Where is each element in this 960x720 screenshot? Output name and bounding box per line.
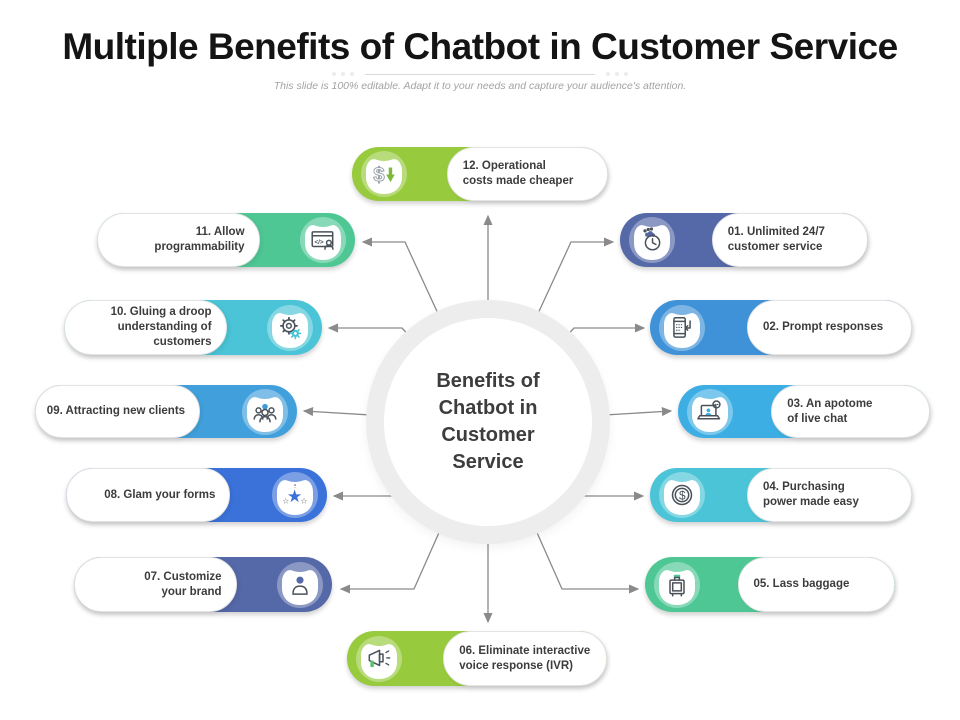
divider-dot xyxy=(624,72,628,76)
pill-label-box: 10. Gluing a droop understanding of cust… xyxy=(64,300,227,355)
divider-dot xyxy=(332,72,336,76)
benefit-label: 02. Prompt responses xyxy=(762,321,884,334)
benefit-label: 04. Purchasing power made easy xyxy=(762,481,859,508)
benefit-label: 01. Unlimited 24/7 customer service xyxy=(727,226,825,253)
dollar-coin-icon: $ xyxy=(658,471,706,519)
benefit-item-01: 01. Unlimited 24/7 customer service xyxy=(620,213,868,267)
benefit-item-08: 08. Glam your forms ★ ☆ ☆ xyxy=(66,468,327,522)
stars-icon: ★ ☆ ☆ xyxy=(271,471,319,519)
svg-text:★: ★ xyxy=(287,487,302,507)
svg-text:</>: </> xyxy=(314,239,324,246)
benefit-label: 12. Operational costs made cheaper xyxy=(462,160,574,187)
pill-label-box: 11. Allow programmability xyxy=(97,213,260,267)
benefit-label: 06. Eliminate interactive voice response… xyxy=(459,644,591,672)
benefit-item-02: 02. Prompt responses xyxy=(650,300,912,355)
laptop-chat-icon xyxy=(686,388,734,436)
benefit-item-11: 11. Allow programmability </> xyxy=(97,213,355,267)
benefit-label: 11. Allow programmability xyxy=(154,226,245,253)
benefit-item-09: 09. Attracting new clients xyxy=(35,385,297,438)
pill-label-box: 07. Customize your brand xyxy=(74,557,237,612)
center-hub: Benefits of Chatbot in Customer Service xyxy=(366,300,610,544)
benefit-item-05: 05. Lass baggage xyxy=(645,557,895,612)
gears-icon xyxy=(266,304,314,352)
benefit-item-04: 04. Purchasing power made easy $ xyxy=(650,468,912,522)
page-title: Multiple Benefits of Chatbot in Customer… xyxy=(62,26,898,67)
pill-label-box: 02. Prompt responses xyxy=(746,300,912,355)
divider-rule xyxy=(365,73,595,75)
benefit-item-07: 07. Customize your brand xyxy=(74,557,332,612)
page-subtitle: This slide is 100% editable. Adapt it to… xyxy=(273,80,687,92)
pill-label-box: 06. Eliminate interactive voice response… xyxy=(443,631,607,686)
benefit-item-10: 10. Gluing a droop understanding of cust… xyxy=(64,300,322,355)
pill-label-box: 03. An apotome of live chat xyxy=(771,385,930,438)
svg-text:☆: ☆ xyxy=(300,497,307,506)
pill-label-box: 04. Purchasing power made easy xyxy=(746,468,912,522)
benefit-item-06: 06. Eliminate interactive voice response… xyxy=(347,631,607,686)
svg-text:☆: ☆ xyxy=(282,497,289,506)
people-group-icon xyxy=(241,388,289,436)
megaphone-icon xyxy=(355,635,403,683)
benefit-item-03: 03. An apotome of live chat xyxy=(678,385,930,438)
pill-label-box: 12. Operational costs made cheaper xyxy=(446,147,608,201)
divider-dot xyxy=(341,72,345,76)
code-window-icon: </> xyxy=(299,216,347,264)
benefit-label: 05. Lass baggage xyxy=(753,578,850,591)
pill-label-box: 09. Attracting new clients xyxy=(35,385,201,438)
phone-chat-icon xyxy=(658,304,706,352)
luggage-icon xyxy=(653,561,701,609)
divider-dot xyxy=(350,72,354,76)
benefit-label: 09. Attracting new clients xyxy=(46,405,186,418)
benefit-item-12: 12. Operational costs made cheaper $ xyxy=(352,147,608,201)
benefit-label: 03. An apotome of live chat xyxy=(787,397,873,425)
benefit-label: 07. Customize your brand xyxy=(144,570,222,598)
divider-dot xyxy=(606,72,610,76)
divider-dot xyxy=(615,72,619,76)
svg-text:$: $ xyxy=(679,488,686,502)
pill-label-box: 08. Glam your forms xyxy=(66,468,231,522)
title-divider xyxy=(0,72,960,76)
dollar-down-icon: $ xyxy=(360,150,408,198)
pill-label-box: 05. Lass baggage xyxy=(737,557,895,612)
center-hub-label: Benefits of Chatbot in Customer Service xyxy=(436,370,540,473)
benefit-label: 10. Gluing a droop understanding of cust… xyxy=(110,306,212,348)
person-icon xyxy=(276,561,324,609)
clock-24-7-icon xyxy=(628,216,676,264)
svg-text:$: $ xyxy=(373,164,385,187)
benefit-label: 08. Glam your forms xyxy=(104,488,216,501)
pill-label-box: 01. Unlimited 24/7 customer service xyxy=(711,213,868,267)
